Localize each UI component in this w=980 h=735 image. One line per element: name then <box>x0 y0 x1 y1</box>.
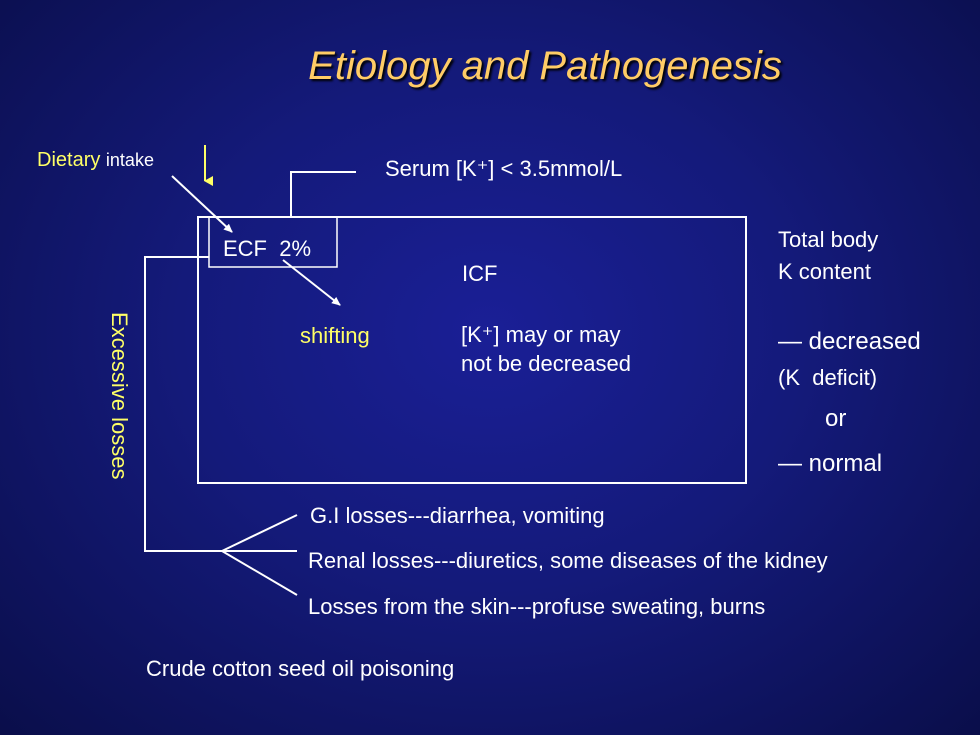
serum-connector <box>290 171 356 217</box>
crude-oil-text: Crude cotton seed oil poisoning <box>146 656 455 681</box>
or-label: or <box>825 405 847 432</box>
fan-line-gi <box>221 514 298 552</box>
total-body-label: Total body K content <box>778 224 878 288</box>
total-body-line-2: K content <box>778 259 871 284</box>
normal-label: — normal <box>778 450 883 477</box>
losses-bracket <box>144 256 222 552</box>
ecf-box <box>208 216 338 268</box>
k-deficit-label: (K deficit) <box>778 365 878 390</box>
ecf-label: ECF 2% <box>223 236 312 261</box>
icf-label: ICF <box>462 261 498 286</box>
excessive-losses-label: Excessive losses <box>107 312 132 480</box>
slide-title: Etiology and Pathogenesis <box>308 44 782 88</box>
shifting-arrow <box>282 259 341 306</box>
icf-potassium-line-2: not be decreased <box>461 351 632 376</box>
icf-potassium-line-1: [K⁺] may or may <box>461 322 621 347</box>
decreased-label: — decreased <box>778 328 921 355</box>
loss-item-renal: Renal losses---diuretics, some diseases … <box>308 548 828 573</box>
icf-potassium-text: [K⁺] may or may not be decreased <box>461 320 631 378</box>
dietary-sub: intake <box>105 150 154 170</box>
loss-item-skin: Losses from the skin---profuse sweating,… <box>308 594 766 619</box>
dietary-label: Dietary intake <box>37 149 154 172</box>
shifting-label: shifting <box>300 323 370 348</box>
icf-box <box>197 216 747 484</box>
total-body-line-1: Total body <box>778 227 879 252</box>
dietary-word: Dietary <box>37 149 101 171</box>
dietary-arrow <box>171 175 233 233</box>
fan-line-skin <box>221 550 298 596</box>
loss-item-gi: G.I losses---diarrhea, vomiting <box>310 503 605 528</box>
serum-label: Serum [K⁺] < 3.5mmol/L <box>385 156 623 181</box>
